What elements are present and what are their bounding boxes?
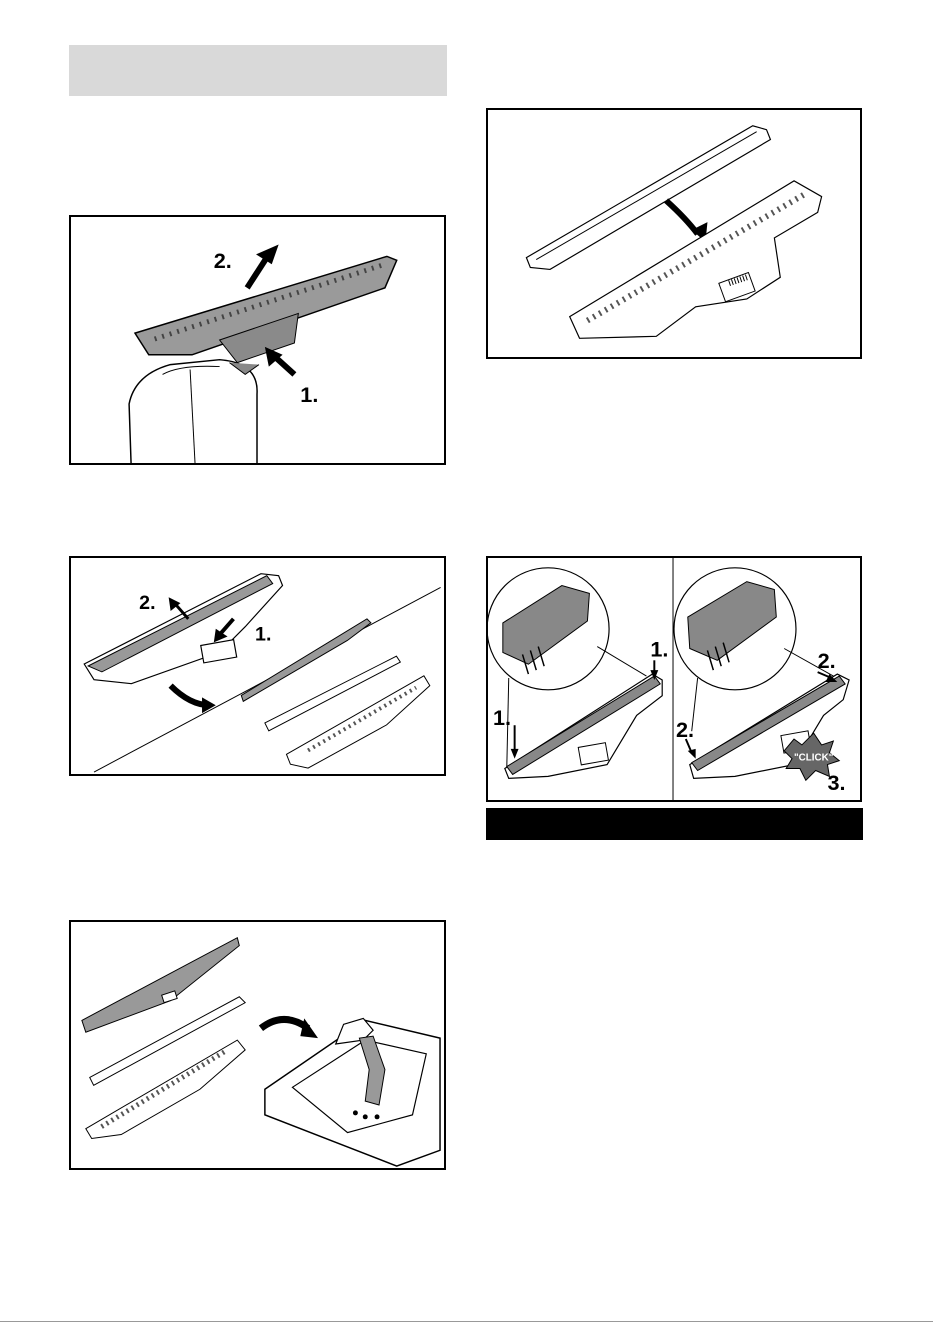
- click-text: "CLICK": [794, 753, 834, 764]
- illustration-attach-lip: 1. 1. "CLICK" 2. 2. 3.: [488, 558, 860, 800]
- step-label-2: 2.: [214, 248, 232, 273]
- section-heading-bar-black: [486, 808, 863, 840]
- figure-remove-wiper-head: 1. 2.: [69, 215, 446, 465]
- figure-insert-metal-strip: [486, 108, 862, 359]
- page-bottom-rule: [0, 1321, 933, 1322]
- figure-attach-rubber-lip: 1. 1. "CLICK" 2. 2. 3.: [486, 556, 862, 802]
- illustration-insert-strip: [488, 110, 860, 357]
- figure-disassemble-wiper: 1. 2.: [69, 556, 446, 776]
- illustration-disassemble: 1. 2.: [71, 558, 444, 774]
- step-label-1: 1.: [255, 623, 271, 645]
- step-label-1-right: 1.: [650, 636, 668, 661]
- step-label-2-left: 2.: [676, 717, 694, 742]
- illustration-clean-in-sink: [71, 922, 444, 1168]
- figure-clean-parts: [69, 920, 446, 1170]
- step-label-2: 2.: [139, 592, 155, 614]
- step-label-3: 3.: [827, 770, 845, 795]
- section-header-bar: [69, 45, 447, 96]
- step-label-1: 1.: [300, 382, 318, 407]
- step-label-1-left: 1.: [493, 705, 511, 730]
- step-label-2-right: 2.: [818, 648, 836, 673]
- illustration-remove-head: 1. 2.: [71, 217, 444, 463]
